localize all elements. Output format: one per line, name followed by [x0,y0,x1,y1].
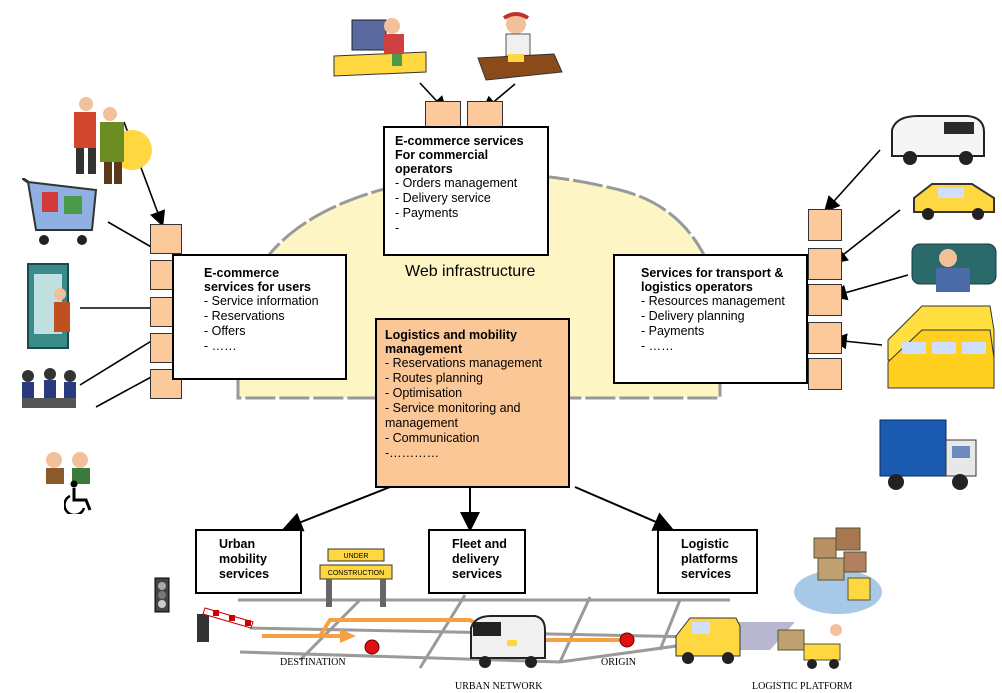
commercial-item: - Payments [395,206,459,220]
transport-port-3 [808,284,842,316]
bus-fleet-icon [887,305,995,389]
urban-network-label: URBAN NETWORK [455,681,543,692]
logistics-title-1: Logistics and mobility [385,328,517,342]
logistic-platform-label: LOGISTIC PLATFORM [752,681,853,692]
sign-text-under: UNDER [344,553,369,560]
transport-item: - …… [641,339,674,353]
platforms-line: platforms [681,552,738,566]
fleet-line: Fleet and [452,537,507,551]
transport-port-5 [808,358,842,390]
wheelchair-icon [64,480,92,514]
taxi-icon [913,183,995,220]
commercial-item: - Delivery service [395,191,491,205]
logistics-item: - Optimisation [385,386,463,400]
line-cart-to-port [107,221,154,249]
transport-item: - Resources management [641,294,785,308]
line-group-to-port [79,339,154,386]
arrow-to-platforms [574,486,674,531]
arrow-bus-to-port [830,333,883,350]
logistics-item: -………… [385,446,440,460]
commercial-title-3: operators [395,162,453,176]
forklift-icon [777,624,842,669]
barrier-icon [197,607,254,642]
platforms-line: services [681,567,732,581]
group-people-icon [22,368,76,408]
user-port-1 [150,224,182,254]
commercial-services-box: E-commerce services For commercial opera… [383,126,549,256]
commercial-title-1: E-commerce services [395,134,524,148]
transport-port-1 [808,209,842,241]
users-item: - Reservations [204,309,285,323]
origin-marker-icon [619,632,635,648]
traffic-light-icon [154,577,170,613]
user-services-box: E-commerce services for users - Service … [172,254,347,380]
commercial-title-2: For commercial [395,148,489,162]
destination-label: DESTINATION [280,657,346,668]
urban-mobility-box: Urban mobility services [195,529,302,594]
urban-line: Urban [219,537,256,551]
construction-sign-icon: UNDER CONSTRUCTION [319,548,393,607]
arrow-van-to-port [823,149,881,213]
van-icon [891,115,985,165]
clerk-desk-icon [477,12,563,81]
logistics-item: - Reservations management [385,356,543,370]
logistics-item: - Communication [385,431,480,445]
urban-line: mobility [219,552,267,566]
origin-label: ORIGIN [601,657,636,668]
office-worker-icon [333,18,427,77]
fleet-line: delivery [452,552,500,566]
yellow-van-icon [675,617,741,664]
logistic-platforms-box: Logistic platforms services [657,529,758,594]
commercial-port-2 [467,101,503,127]
transport-port-4 [808,322,842,354]
arrow-to-urban [282,486,391,532]
phone-booth-person-icon [27,263,70,349]
users-item: - Offers [204,324,246,338]
web-infrastructure-label: Web infrastructure [405,263,536,280]
users-item: - Service information [204,294,319,308]
logistics-title-2: management [385,342,463,356]
sign-text-construction: CONSTRUCTION [328,570,384,577]
warehouse-boxes-icon [794,527,882,614]
commercial-item: - Orders management [395,176,518,190]
destination-marker-icon [364,639,380,655]
truck-icon [879,419,977,490]
users-title-1: E-commerce [204,266,280,280]
urban-line: services [219,567,270,581]
commercial-item: - [395,221,400,235]
arrow-taxi-to-port [831,209,901,264]
fleet-delivery-box: Fleet and delivery services [428,529,526,594]
fleet-line: services [452,567,503,581]
logistics-management-box: Logistics and mobility management - Rese… [375,318,570,488]
elderly-people-icon [46,452,90,484]
users-title-2: services for users [204,280,312,294]
driver-icon [911,243,997,292]
users-item: - …… [204,339,237,353]
transport-port-2 [808,248,842,280]
shopping-cart-icon [22,178,98,245]
transport-title-1: Services for transport & [641,266,784,280]
transport-title-2: logistics operators [641,280,753,294]
platforms-line: Logistic [681,537,729,551]
transport-item: - Payments [641,324,705,338]
logistics-item: - Routes planning [385,371,483,385]
logistics-item: management [385,416,458,430]
line-elderly-to-port [95,375,154,408]
transport-services-box: Services for transport & logistics opera… [613,254,808,384]
arrow-driver-to-port [830,274,909,301]
transport-item: - Delivery planning [641,309,745,323]
delivery-van-icon [470,615,546,668]
logistics-item: - Service monitoring and [385,401,521,415]
shopper-person-icon [74,97,152,184]
